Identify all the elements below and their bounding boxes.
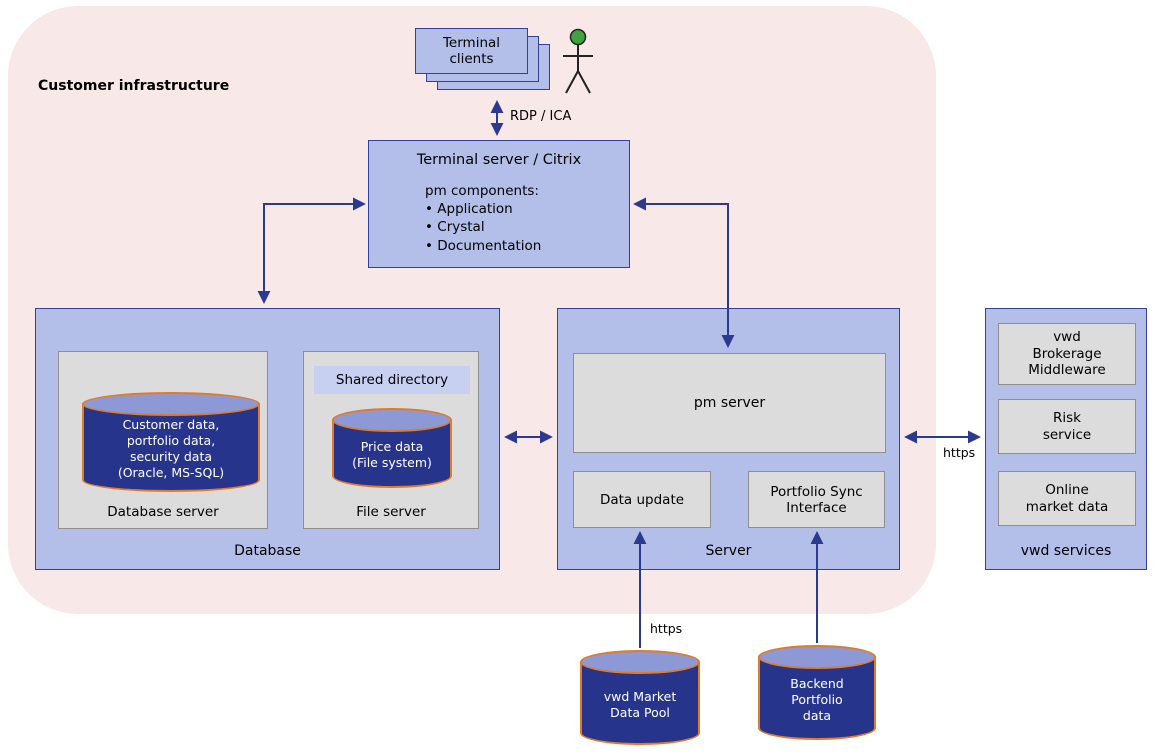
online-market-data-label: Online market data: [1025, 481, 1109, 515]
pm-server-label: pm server: [693, 395, 766, 411]
vwd-services-label: vwd services: [1020, 543, 1112, 559]
server-label: Server: [705, 543, 752, 559]
terminal-server-title: Terminal server / Citrix: [416, 152, 582, 168]
cylinder-body: [82, 404, 260, 480]
region-title: Customer infrastructure: [38, 78, 230, 94]
backend-portfolio-label: Backend Portfolio data: [790, 675, 844, 723]
file-server-label: File server: [356, 504, 426, 520]
risk-service-label: Risk service: [1042, 409, 1092, 443]
cylinder-top: [580, 650, 700, 674]
rdp-ica-label: RDP / ICA: [510, 109, 572, 124]
vwd-brokerage-box: vwd Brokerage Middleware: [998, 323, 1136, 385]
database-group: Database Database server Customer data, …: [35, 308, 500, 570]
server-group: Server pm server Data update Portfolio S…: [557, 308, 900, 570]
market-data-pool-label: vwd Market Data Pool: [603, 688, 677, 720]
pm-components-heading: pm components:: [425, 183, 539, 199]
backend-portfolio-cylinder: Backend Portfolio data: [758, 645, 876, 740]
file-server-box: File server Shared directory Price data …: [303, 351, 479, 529]
https-services-label: https: [943, 445, 976, 460]
terminal-clients-box: Terminal clients: [415, 28, 528, 74]
database-label: Database: [234, 543, 301, 559]
https-market-label: https: [650, 621, 683, 636]
vwd-brokerage-label: vwd Brokerage Middleware: [1028, 328, 1106, 379]
pm-component-item: Application: [425, 200, 629, 218]
customer-data-cylinder: Customer data, portfolio data, security …: [82, 392, 260, 492]
data-update-label: Data update: [599, 491, 685, 508]
shared-directory-text: Shared directory: [335, 372, 449, 388]
cylinder-top: [332, 408, 452, 432]
data-update-box: Data update: [573, 471, 711, 528]
price-data-cylinder-label: Price data (File system): [352, 439, 432, 470]
terminal-clients-label: Terminal clients: [442, 35, 501, 67]
pm-server-box: pm server: [573, 353, 886, 453]
database-server-box: Database server Customer data, portfolio…: [58, 351, 268, 529]
customer-data-cylinder-label: Customer data, portfolio data, security …: [117, 417, 225, 480]
price-data-cylinder: Price data (File system): [332, 408, 452, 488]
cylinder-top: [82, 392, 260, 416]
cylinder-top: [758, 645, 876, 669]
portfolio-sync-label: Portfolio Sync Interface: [770, 483, 863, 516]
market-data-pool-cylinder: vwd Market Data Pool: [580, 650, 700, 745]
risk-service-box: Risk service: [998, 399, 1136, 454]
online-market-data-box: Online market data: [998, 471, 1136, 526]
pm-component-item: Crystal: [425, 218, 629, 236]
pm-component-item: Documentation: [425, 237, 629, 255]
database-server-label: Database server: [107, 504, 219, 520]
terminal-server-box: Terminal server / Citrix pm components: …: [368, 140, 630, 268]
portfolio-sync-box: Portfolio Sync Interface: [748, 471, 885, 528]
pm-components-list: pm components: Application Crystal Docum…: [425, 182, 629, 255]
vwd-services-group: vwd services vwd Brokerage Middleware Ri…: [985, 308, 1147, 570]
shared-directory-label: Shared directory: [314, 366, 470, 394]
